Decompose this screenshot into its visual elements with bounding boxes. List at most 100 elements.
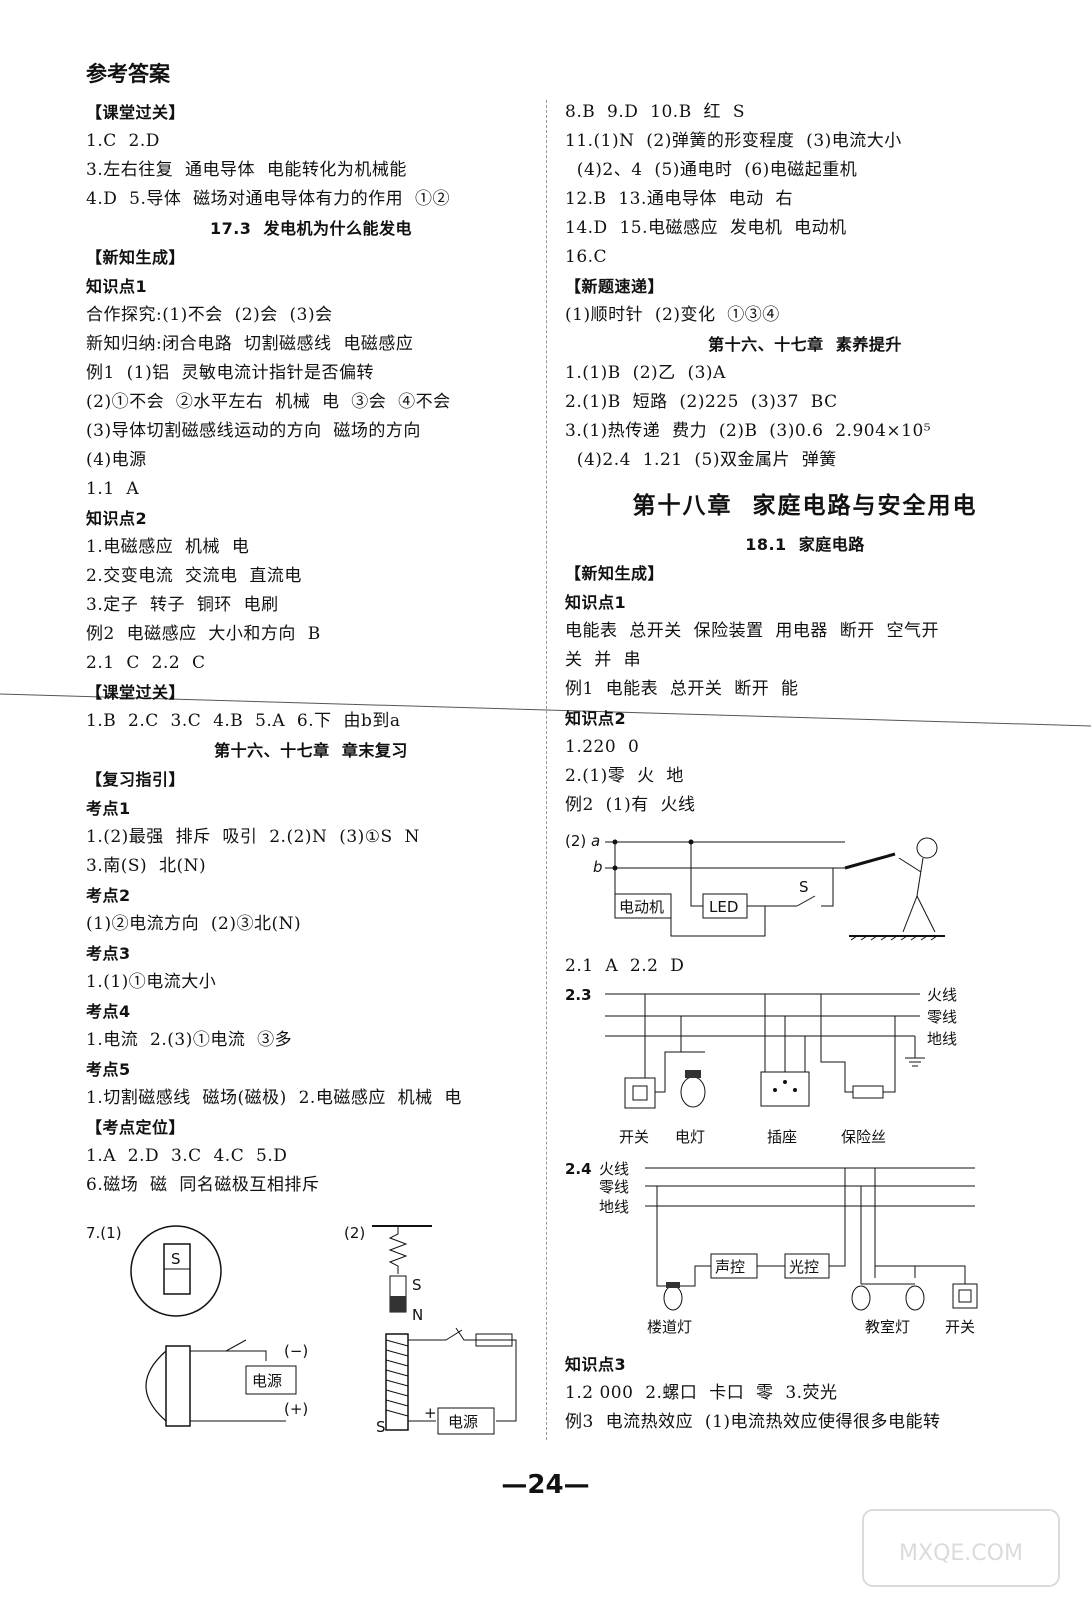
answer-line: 1.B 2.C 3.C 4.B 5.A 6.下 由b到a (86, 711, 401, 731)
answer-line: 3.南(S) 北(N) (86, 856, 207, 876)
section-heading: 知识点2 (565, 709, 627, 728)
fig7-power2: 电源 (448, 1413, 478, 1431)
section-heading: 考点5 (86, 1060, 131, 1079)
answer-line: 1.切割磁感线 磁场(磁极) 2.电磁感应 机械 电 (86, 1088, 462, 1108)
answer-line: (1)②电流方向 (2)③北(N) (86, 914, 302, 934)
answer-line: (4)2.4 1.21 (5)双金属片 弹簧 (565, 450, 837, 470)
section-heading: 知识点1 (86, 277, 148, 296)
answer-line: 4.D 5.导体 磁场对通电导体有力的作用 ①② (86, 189, 450, 209)
fig-ex2-b: b (593, 858, 603, 876)
figure-7: 7.(1) S 电源 (−) (+) (2) S N 电源 + S (86, 1224, 517, 1436)
answer-line: 8.B 9.D 10.B 红 S (565, 102, 745, 122)
answer-line: 新知归纳:闭合电路 切割磁感线 电磁感应 (86, 334, 414, 354)
answer-line: 16.C (565, 247, 608, 267)
section-heading: 考点4 (86, 1002, 131, 1021)
fig23-socket: 插座 (767, 1128, 797, 1146)
answer-line: 14.D 15.电磁感应 发电机 电动机 (565, 218, 847, 238)
fig-ex2-s: S (799, 878, 809, 896)
answer-line: 例2 电磁感应 大小和方向 B (86, 624, 321, 644)
right-column-mid: 18.1 家庭电路【新知生成】知识点1 电能表 总开关 保险装置 用电器 断开 空… (565, 530, 1045, 820)
fig24-light: 光控 (789, 1258, 819, 1276)
subsection-title: 第十六、十七章 素养提升 (708, 335, 902, 354)
fig23-lamp: 电灯 (675, 1128, 705, 1146)
section-heading: 【课堂过关】 (86, 103, 186, 122)
fig-ex2-label: (2) (565, 832, 586, 850)
column-divider (546, 100, 547, 1440)
answer-line: 3.定子 转子 铜环 电刷 (86, 595, 279, 615)
fig24-classroom: 教室灯 (865, 1318, 910, 1336)
fig23-switch: 开关 (619, 1128, 649, 1146)
answer-line: 1.电流 2.(3)①电流 ③多 (86, 1030, 293, 1050)
answer-line: 例3 电流热效应 (1)电流热效应使得很多电能转 (565, 1412, 941, 1432)
chapter-title-wrap: 第十八章 家庭电路与安全用电 (565, 485, 1045, 527)
answer-line: 1.A 2.D 3.C 4.C 5.D (86, 1146, 288, 1166)
section-heading: 知识点3 (565, 1355, 627, 1374)
section-heading: 知识点1 (565, 593, 627, 612)
right-column-top: 8.B 9.D 10.B 红 S 11.(1)N (2)弹簧的形变程度 (3)电流… (565, 98, 1045, 475)
fig7-plus: (+) (284, 1400, 308, 1418)
line-21-wrap: 2.1 A 2.2 D (565, 952, 1045, 981)
answer-line: 2.(1)B 短路 (2)225 (3)37 BC (565, 392, 838, 412)
fig7-label2: (2) (344, 1224, 365, 1242)
chapter-title: 第十八章 家庭电路与安全用电 (632, 493, 978, 519)
fig23-label: 2.3 (565, 986, 592, 1004)
subsection-title: 17.3 发电机为什么能发电 (209, 219, 413, 238)
answer-line: 2.1 A 2.2 D (565, 956, 685, 976)
watermark-text: MXQE.COM (899, 1541, 1023, 1566)
fig7-label1: 7.(1) (86, 1224, 122, 1242)
answer-line: 11.(1)N (2)弹簧的形变程度 (3)电流大小 (565, 131, 902, 151)
answer-line: (4)2、4 (5)通电时 (6)电磁起重机 (565, 160, 858, 180)
fig24-ground: 地线 (599, 1198, 629, 1216)
section-heading: 【新知生成】 (86, 248, 186, 267)
fig7-minus: (−) (284, 1342, 308, 1360)
answer-line: 例2 (1)有 火线 (565, 795, 696, 815)
section-heading: 【课堂过关】 (86, 683, 186, 702)
page-number: —24— (501, 1470, 590, 1500)
fig-ex2-motor: 电动机 (619, 898, 664, 916)
fig23-fuse: 保险丝 (841, 1128, 886, 1146)
fig7-n-pole: N (412, 1306, 423, 1324)
fig-ex2-a: a (591, 832, 600, 850)
fig-ex2-led: LED (709, 898, 738, 916)
section-heading: 【新知生成】 (565, 564, 665, 583)
fig23-fire: 火线 (927, 986, 957, 1004)
answer-line: 1.(1)B (2)乙 (3)A (565, 363, 726, 383)
answer-line: 2.1 C 2.2 C (86, 653, 206, 673)
fig24-sound: 声控 (715, 1258, 745, 1276)
figure-2-4: 2.4 火线 零线 地线 声控 光控 楼道灯 教室灯 开关 (565, 1160, 978, 1336)
section-heading: 知识点2 (86, 509, 148, 528)
fig7-s2: S (376, 1418, 386, 1436)
answer-line: 合作探究:(1)不会 (2)会 (3)会 (86, 305, 333, 325)
answer-line: 1.电磁感应 机械 电 (86, 537, 250, 557)
section-heading: 【复习指引】 (86, 770, 186, 789)
section-heading: 考点1 (86, 799, 131, 818)
answer-line: 2.交变电流 交流电 直流电 (86, 566, 302, 586)
left-column: 【课堂过关】 1.C 2.D 3.左右往复 通电导体 电能转化为机械能 4.D 5.导… (86, 98, 536, 1200)
answer-line: 1.C 2.D (86, 131, 160, 151)
fig24-label: 2.4 (565, 1160, 592, 1178)
subsection-title: 第十六、十七章 章末复习 (214, 741, 408, 760)
watermark-logo: MXQE.COM (862, 1509, 1060, 1587)
section-heading: 【新题速递】 (565, 277, 665, 296)
answer-line: 3.左右往复 通电导体 电能转化为机械能 (86, 160, 407, 180)
answer-line: (1)顺时针 (2)变化 ①③④ (565, 305, 780, 325)
answer-line: 例1 (1)铝 灵敏电流计指针是否偏转 (86, 363, 375, 383)
answer-line: 关 并 串 (565, 650, 642, 670)
figure-2-3: 2.3 火线 零线 地线 开关 电灯 插座 保险丝 (565, 986, 957, 1146)
fig7-s: S (171, 1250, 181, 1268)
fig7-s-pole: S (412, 1276, 422, 1294)
answer-line: (2)①不会 ②水平左右 机械 电 ③会 ④不会 (86, 392, 451, 412)
section-heading: 考点3 (86, 944, 131, 963)
answer-line: (3)导体切割磁感线运动的方向 磁场的方向 (86, 421, 421, 441)
answer-line: 1.1 A (86, 479, 140, 499)
figure-example2: (2) a b 电动机 LED S (565, 832, 945, 941)
answer-line: 电能表 总开关 保险装置 用电器 断开 空气开 (565, 621, 940, 641)
cut-line (0, 693, 1091, 727)
answer-line: 2.(1)零 火 地 (565, 766, 684, 786)
fig24-switch: 开关 (945, 1318, 975, 1336)
fig24-corridor: 楼道灯 (647, 1318, 692, 1336)
fig23-zero: 零线 (927, 1008, 957, 1026)
page-title: 参考答案 (86, 62, 170, 86)
subsection-title: 18.1 家庭电路 (745, 535, 865, 554)
answer-line: 3.(1)热传递 费力 (2)B (3)0.6 2.904×10⁵ (565, 421, 932, 441)
